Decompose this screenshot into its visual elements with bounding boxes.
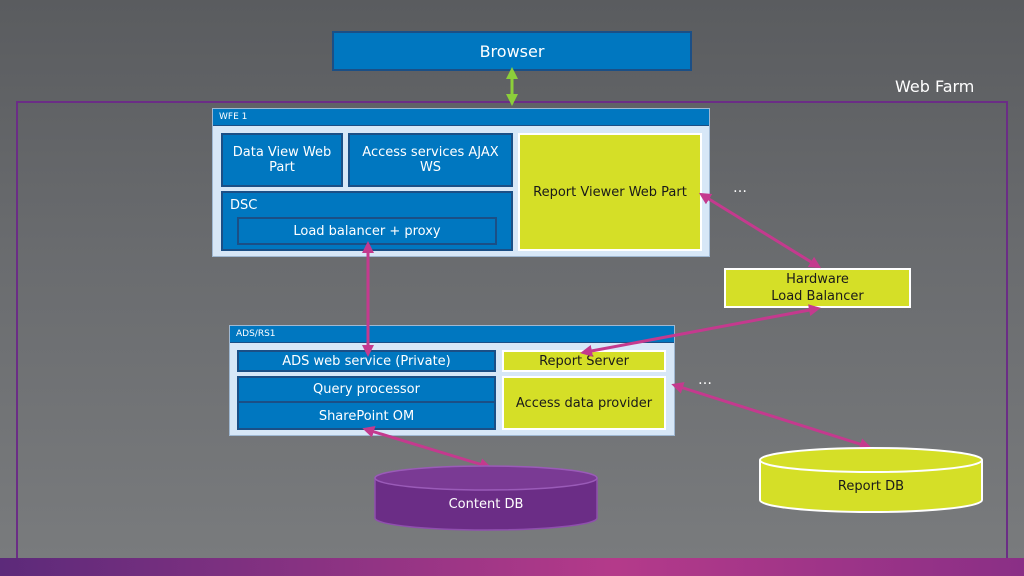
sharepoint-om-label: SharePoint OM — [318, 408, 415, 424]
dsc-label: DSC — [230, 198, 258, 213]
report-server-label: Report Server — [539, 353, 629, 369]
wfe-ellipsis: … — [733, 180, 747, 196]
content-db-label: Content DB — [448, 496, 524, 512]
ads-web-service-label: ADS web service (Private) — [282, 353, 451, 369]
load-balancer-proxy-label: Load balancer + proxy — [293, 223, 441, 239]
data-view-web-part: Data View Web Part — [221, 133, 343, 187]
access-services-ajax-ws: Access services AJAX WS — [348, 133, 513, 187]
report-viewer-label: Report Viewer Web Part — [533, 184, 687, 200]
hardware-lb-line1: Hardware — [786, 272, 849, 287]
wfe-header: WFE 1 — [213, 109, 709, 126]
report-db-cylinder — [759, 447, 983, 513]
report-viewer-web-part: Report Viewer Web Part — [518, 133, 702, 251]
hardware-lb-line2: Load Balancer — [771, 289, 864, 304]
browser-box: Browser — [332, 31, 692, 71]
ads-header: ADS/RS1 — [230, 326, 674, 343]
hardware-load-balancer: Hardware Load Balancer — [724, 268, 911, 308]
sp-content-db-arrow — [362, 426, 492, 470]
access-data-provider-label: Access data provider — [515, 395, 653, 411]
adp-report-db-arrow — [671, 382, 872, 450]
browser-label: Browser — [479, 41, 545, 61]
web-farm-label: Web Farm — [895, 77, 975, 96]
content-db-cylinder — [374, 465, 598, 531]
data-view-label: Data View Web Part — [232, 145, 332, 175]
report-viewer-hlb-arrow — [698, 192, 822, 269]
sharepoint-om: SharePoint OM — [239, 404, 494, 428]
query-processor: Query processor — [239, 378, 494, 403]
access-services-label: Access services AJAX WS — [362, 145, 499, 175]
bottom-accent-bar — [0, 558, 1024, 576]
report-db-label: Report DB — [837, 478, 905, 494]
access-data-provider: Access data provider — [502, 376, 666, 430]
hlb-report-server-arrow — [580, 304, 821, 357]
query-processor-label: Query processor — [313, 382, 420, 397]
